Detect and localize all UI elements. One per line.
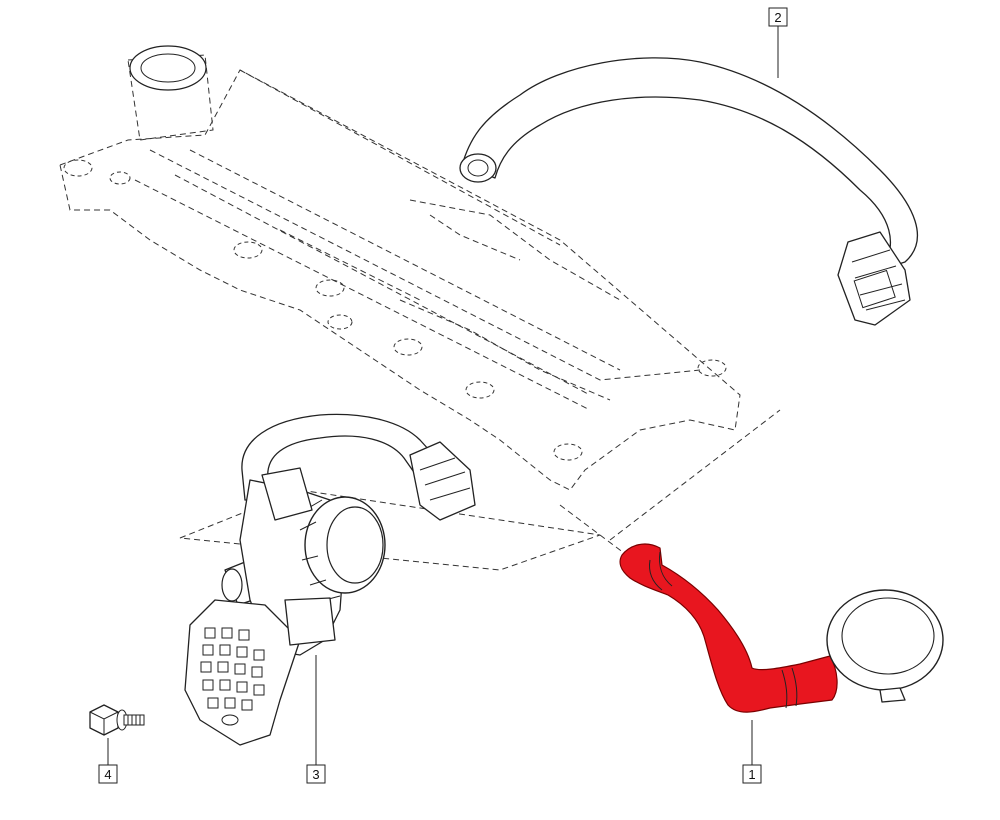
callout-1: 1: [742, 764, 762, 784]
callout-4-label: 4: [104, 767, 111, 782]
upper-breather-hose: [459, 57, 919, 326]
callout-1-label: 1: [748, 767, 755, 782]
callout-2: 2: [768, 7, 788, 27]
cylinder-head-cover: [59, 45, 741, 491]
callout-2-label: 2: [774, 10, 781, 25]
oil-separator-assembly: [184, 413, 476, 746]
pcv-valve: [826, 589, 944, 703]
callout-3-label: 3: [312, 767, 319, 782]
callout-3: 3: [306, 764, 326, 784]
bolt: [89, 704, 145, 736]
assembly-line: [559, 409, 781, 566]
callout-4: 4: [98, 764, 118, 784]
highlighted-hose: [619, 543, 838, 713]
